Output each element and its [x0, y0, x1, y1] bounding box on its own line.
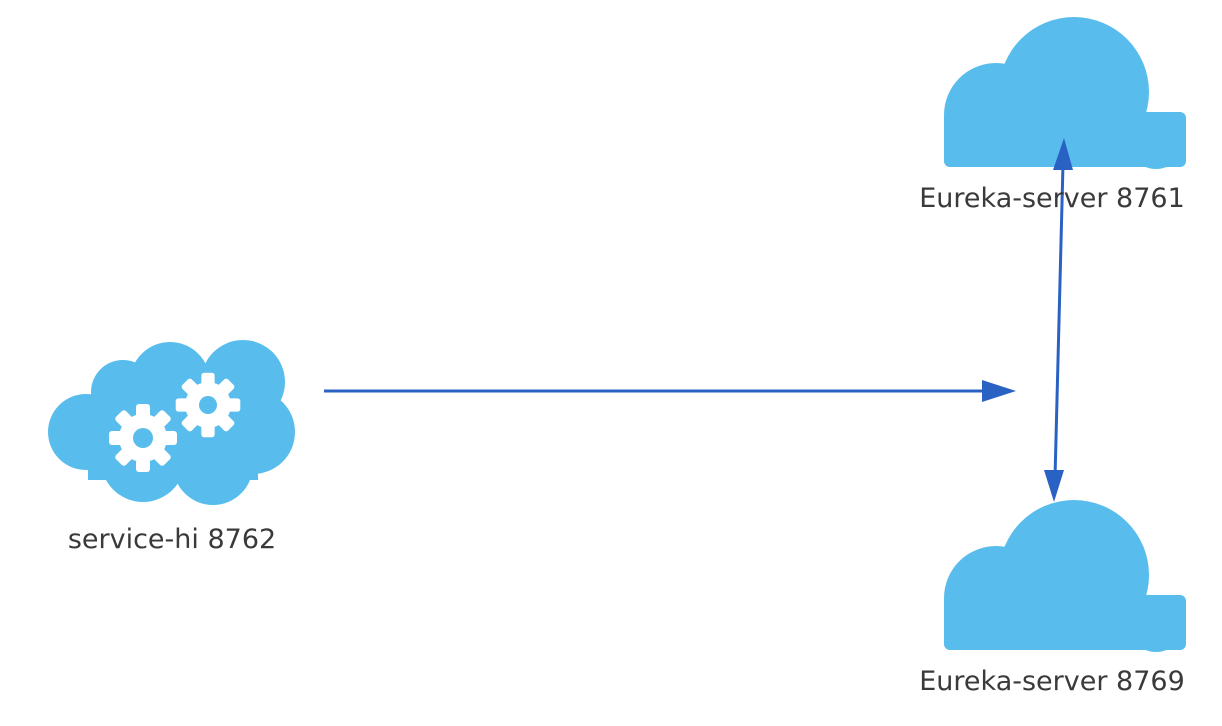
- service-to-eureka-arrow: [324, 380, 1016, 402]
- gears-icon: [109, 372, 241, 472]
- service-cloud-icon: [48, 340, 295, 505]
- eureka-server-8769-label: Eureka-server 8769: [919, 666, 1185, 697]
- eureka-server-8761-label: Eureka-server 8761: [919, 183, 1185, 214]
- service-hi-label: service-hi 8762: [67, 524, 277, 555]
- eureka-replication-arrow: [1044, 138, 1073, 502]
- eureka-server-8769-cloud-icon: [944, 500, 1186, 652]
